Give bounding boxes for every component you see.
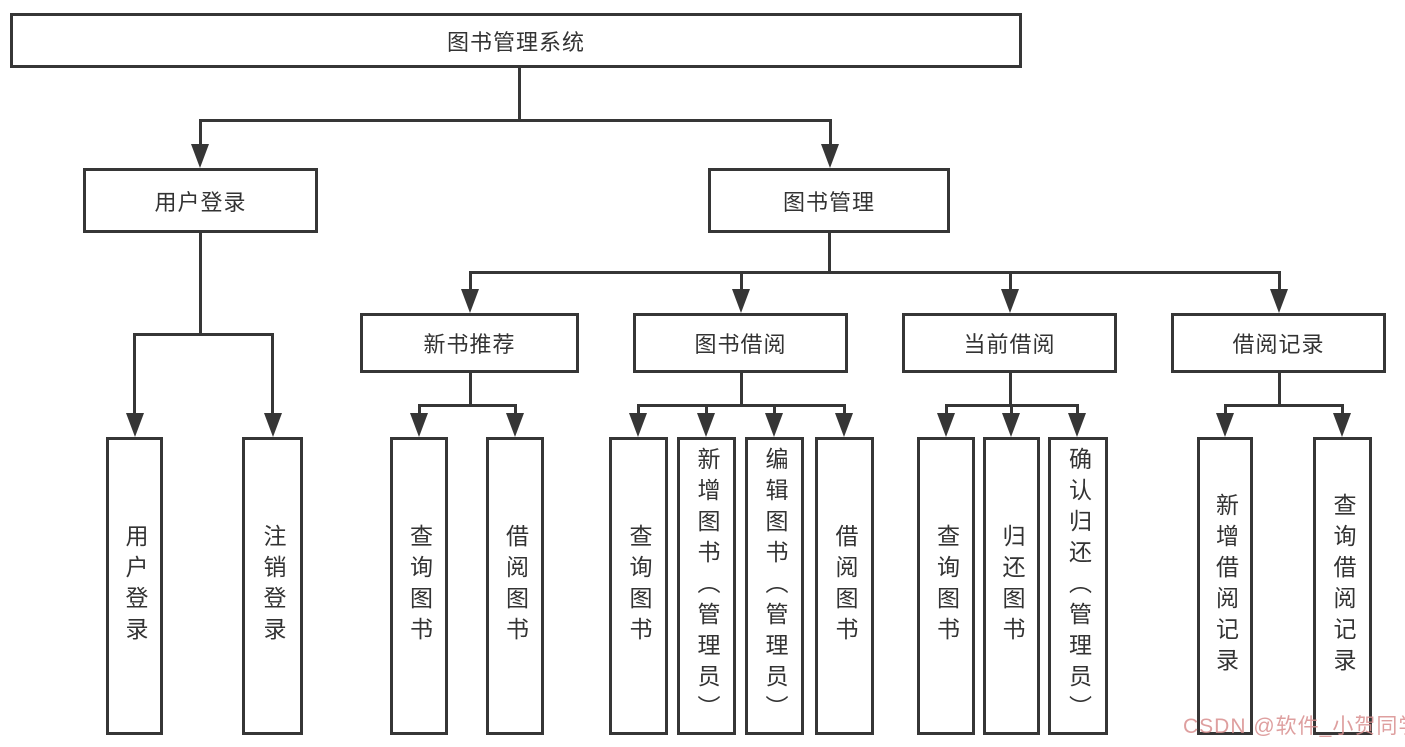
connector-arrow <box>1270 289 1288 313</box>
node-add-borrow-record: 新增借阅记录 <box>1197 437 1253 735</box>
connector-arrow <box>461 289 479 313</box>
connector-vline <box>1224 404 1227 415</box>
connector-arrow <box>191 144 209 168</box>
connector-arrow <box>1002 413 1020 437</box>
connector-vline <box>843 404 846 415</box>
connector-arrow <box>1216 413 1234 437</box>
connector-vline <box>1341 404 1344 415</box>
connector-arrow <box>126 413 144 437</box>
connector-hline <box>469 271 1281 274</box>
connector-arrow <box>697 413 715 437</box>
node-query-books-recommend: 查询图书 <box>390 437 448 735</box>
node-book-borrowing: 图书借阅 <box>633 313 848 373</box>
node-add-book-admin: 新增图书（管理员） <box>677 437 736 735</box>
node-confirm-return-admin: 确认归还（管理员） <box>1048 437 1108 735</box>
node-query-borrow-record: 查询借阅记录 <box>1313 437 1372 735</box>
connector-arrow <box>835 413 853 437</box>
connector-arrow <box>1068 413 1086 437</box>
connector-arrow <box>732 289 750 313</box>
connector-arrow <box>765 413 783 437</box>
connector-arrow <box>264 413 282 437</box>
connector-vline <box>469 271 472 291</box>
connector-vline <box>1278 271 1281 291</box>
connector-vline <box>418 404 421 415</box>
connector-vline <box>1009 373 1012 406</box>
connector-arrow <box>506 413 524 437</box>
node-book-management: 图书管理 <box>708 168 950 233</box>
connector-vline <box>945 404 948 415</box>
connector-hline <box>133 333 274 336</box>
node-library-system: 图书管理系统 <box>10 13 1022 68</box>
node-borrow-book-recommend: 借阅图书 <box>486 437 544 735</box>
node-query-books-current: 查询图书 <box>917 437 975 735</box>
connector-vline <box>1010 404 1013 415</box>
node-edit-book-admin: 编辑图书（管理员） <box>745 437 804 735</box>
connector-vline <box>705 404 708 415</box>
connector-vline <box>518 68 521 119</box>
node-logout-action: 注销登录 <box>242 437 303 735</box>
connector-arrow <box>1333 413 1351 437</box>
node-current-borrowing: 当前借阅 <box>902 313 1117 373</box>
connector-vline <box>514 404 517 415</box>
node-user-login-action: 用户登录 <box>106 437 163 735</box>
connector-vline <box>133 333 136 415</box>
connector-vline <box>740 373 743 406</box>
node-return-book: 归还图书 <box>983 437 1040 735</box>
node-borrow-book-borrowing: 借阅图书 <box>815 437 874 735</box>
connector-arrow <box>629 413 647 437</box>
connector-vline <box>1076 404 1079 415</box>
connector-vline <box>1009 271 1012 291</box>
connector-vline <box>637 404 640 415</box>
connector-vline <box>199 233 202 336</box>
connector-vline <box>469 373 472 406</box>
connector-arrow <box>937 413 955 437</box>
connector-hline <box>1224 404 1344 407</box>
connector-vline <box>1278 373 1281 406</box>
connector-vline <box>773 404 776 415</box>
connector-arrow <box>821 144 839 168</box>
csdn-watermark: CSDN @软件_小贺同学 <box>1183 715 1405 738</box>
connector-arrow <box>1001 289 1019 313</box>
connector-vline <box>828 233 831 274</box>
connector-vline <box>271 333 274 415</box>
connector-vline <box>829 119 832 146</box>
connector-vline <box>740 271 743 291</box>
connector-arrow <box>410 413 428 437</box>
connector-hline <box>637 404 845 407</box>
node-user-login: 用户登录 <box>83 168 318 233</box>
connector-hline <box>199 119 832 122</box>
connector-hline <box>418 404 517 407</box>
node-query-books-borrowing: 查询图书 <box>609 437 668 735</box>
node-borrowing-records: 借阅记录 <box>1171 313 1386 373</box>
node-new-book-recommendation: 新书推荐 <box>360 313 579 373</box>
connector-vline <box>199 119 202 146</box>
